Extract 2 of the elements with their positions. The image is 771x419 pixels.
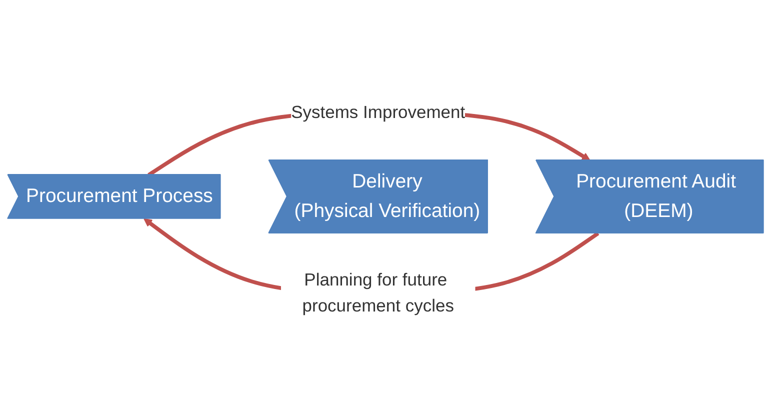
edge-label: Planning for future procurement cycles xyxy=(302,270,454,316)
edge-label: Systems Improvement xyxy=(291,102,466,122)
